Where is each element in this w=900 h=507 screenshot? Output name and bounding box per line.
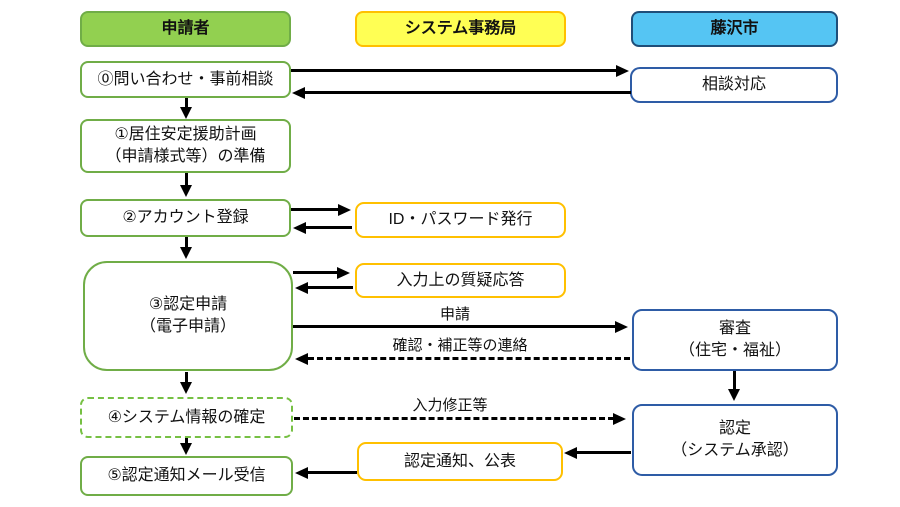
- step-box-certification-application: ③認定申請 （電子申請）: [83, 261, 293, 371]
- step-box-certification-application-line1: ③認定申請: [148, 296, 228, 314]
- city-box-approval-line1: 認定: [718, 420, 751, 438]
- city-box-approval: 認定 （システム承認）: [632, 404, 838, 476]
- column-header-applicant: 申請者: [80, 11, 291, 47]
- step-box-system-info-confirm: ④システム情報の確定: [80, 397, 293, 438]
- arrow-step3-to-step4-line: [185, 372, 188, 383]
- step-box-notice-mail-received: ⑤認定通知メール受信: [80, 456, 293, 496]
- arrow-step0-to-step1-line: [185, 98, 188, 108]
- arrow-notice-to-mail-head-icon: [295, 467, 308, 479]
- arrow-step2-to-step3-head-icon: [180, 247, 192, 259]
- arrow-account-to-id-head-icon: [338, 204, 351, 216]
- step-box-plan-preparation: ①居住安定援助計画 （申請様式等）の準備: [80, 119, 291, 173]
- arrow-review-to-approval-line: [733, 371, 736, 390]
- step-box-plan-preparation-line1: ①居住安定援助計画: [114, 126, 257, 144]
- arrow-step3-to-step4-head-icon: [180, 382, 192, 394]
- arrow-step4-to-step5-head-icon: [180, 443, 192, 455]
- city-box-consultation: 相談対応: [630, 67, 838, 103]
- arrow-consult-to-inquiry-line: [305, 91, 631, 94]
- arrow-step1-to-step2-head-icon: [180, 185, 192, 197]
- city-box-approval-line2: （システム承認）: [671, 442, 799, 459]
- arrow-step2-to-step3-line: [185, 237, 188, 248]
- arrow-step0-to-step1-head-icon: [180, 107, 192, 119]
- arrow-id-to-account-line: [306, 226, 352, 229]
- arrow-approval-to-notice-line: [577, 451, 631, 454]
- arrow-review-to-application-head-icon: [295, 353, 308, 365]
- arrow-approval-to-notice-head-icon: [564, 447, 577, 459]
- arrow-step1-to-step2-line: [185, 173, 188, 186]
- office-box-certification-notice: 認定通知、公表: [357, 442, 563, 481]
- arrow-review-to-approval-head-icon: [728, 389, 740, 401]
- arrow-confirm-to-approval-head-icon: [613, 413, 626, 425]
- city-box-review: 審査 （住宅・福祉）: [632, 309, 838, 371]
- city-box-review-line2: （住宅・福祉）: [678, 342, 791, 359]
- arrow-consult-to-inquiry-head-icon: [292, 87, 305, 99]
- office-box-input-qa: 入力上の質疑応答: [355, 263, 566, 298]
- column-header-fujisawa-city: 藤沢市: [631, 11, 838, 47]
- arrow-application-to-review-head-icon: [615, 321, 628, 333]
- step-box-account-registration: ②アカウント登録: [80, 199, 291, 237]
- arrow-qa-to-apply-head-icon: [295, 282, 308, 294]
- city-box-review-line1: 審査: [718, 320, 751, 338]
- arrow-step4-to-step5-line: [185, 438, 188, 444]
- arrow-review-to-application-line: [308, 357, 630, 360]
- step-box-certification-application-line2: （電子申請）: [139, 318, 236, 335]
- office-box-id-password-issue: ID・パスワード発行: [355, 202, 566, 238]
- step-box-inquiry: ⓪問い合わせ・事前相談: [80, 61, 291, 98]
- arrow-account-to-id-line: [291, 208, 339, 211]
- arrow-qa-to-apply-line: [308, 286, 353, 289]
- arrow-id-to-account-head-icon: [293, 222, 306, 234]
- step-box-plan-preparation-line2: （申請様式等）の準備: [105, 148, 266, 165]
- arrow-apply-to-qa-line: [293, 271, 338, 274]
- arrow-label-input-fix: 入力修正等: [412, 397, 488, 414]
- arrow-notice-to-mail-line: [308, 471, 357, 474]
- arrow-application-to-review-line: [293, 325, 616, 328]
- arrow-inquiry-to-consult-head-icon: [616, 65, 629, 77]
- arrow-confirm-to-approval-line: [294, 417, 614, 420]
- arrow-label-apply: 申請: [439, 306, 470, 323]
- column-header-system-office: システム事務局: [355, 11, 566, 47]
- arrow-apply-to-qa-head-icon: [337, 267, 350, 279]
- arrow-label-confirm-correction: 確認・補正等の連絡: [392, 337, 528, 354]
- arrow-inquiry-to-consult-line: [291, 69, 617, 72]
